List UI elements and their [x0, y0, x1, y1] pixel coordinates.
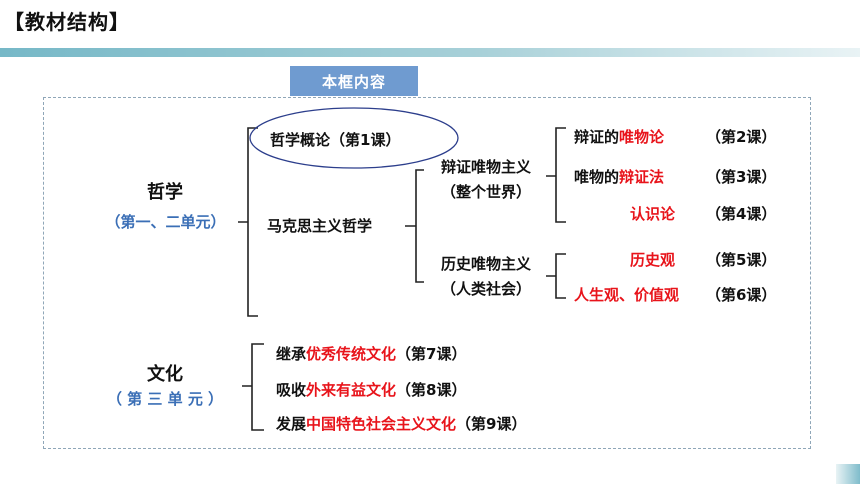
philosophy-title: 哲学 [147, 182, 183, 203]
culture-title: 文化 [147, 364, 183, 385]
philosophy-bracket [238, 127, 258, 317]
page-title: 【教材结构】 [4, 10, 130, 34]
lesson-3-number: （第3课） [706, 168, 777, 186]
intro-highlight-ellipse [249, 107, 459, 169]
culture-units: （ 第 三 单 元 ） [106, 390, 224, 408]
lesson-8: 吸收外来有益文化（第8课） [276, 381, 467, 399]
philosophy-units: （第一、二单元） [105, 213, 226, 231]
historical-bracket [546, 253, 566, 299]
lesson-6-number: （第6课） [706, 286, 777, 304]
historical-materialism: 历史唯物主义 [440, 255, 531, 273]
lesson-5-number: （第5课） [706, 251, 777, 269]
dialectical-bracket [546, 127, 566, 223]
lesson-5-topic: 历史观 [630, 251, 676, 269]
lesson-4-topic: 认识论 [630, 205, 676, 223]
dialectical-scope: （整个世界） [440, 183, 531, 201]
corner-decoration [836, 464, 860, 484]
lesson-2-number: （第2课） [706, 128, 777, 146]
content-panel [43, 97, 811, 449]
lesson-4-number: （第4课） [706, 205, 777, 223]
lesson-6-topic: 人生观、价值观 [574, 286, 680, 304]
lesson-2-topic: 辩证的唯物论 [574, 128, 665, 146]
lesson-9: 发展中国特色社会主义文化（第9课） [276, 415, 527, 433]
culture-bracket [242, 343, 264, 431]
historical-scope: （人类社会） [440, 280, 531, 298]
title-underline-bar [0, 48, 860, 57]
content-tag: 本框内容 [290, 66, 418, 96]
lesson-7: 继承优秀传统文化（第7课） [276, 345, 467, 363]
philosophy-intro: 哲学概论（第1课） [270, 131, 401, 149]
marxist-philosophy: 马克思主义哲学 [267, 217, 373, 235]
lesson-3-topic: 唯物的辩证法 [574, 168, 665, 186]
marxism-bracket [405, 169, 424, 283]
dialectical-materialism: 辩证唯物主义 [440, 158, 531, 176]
